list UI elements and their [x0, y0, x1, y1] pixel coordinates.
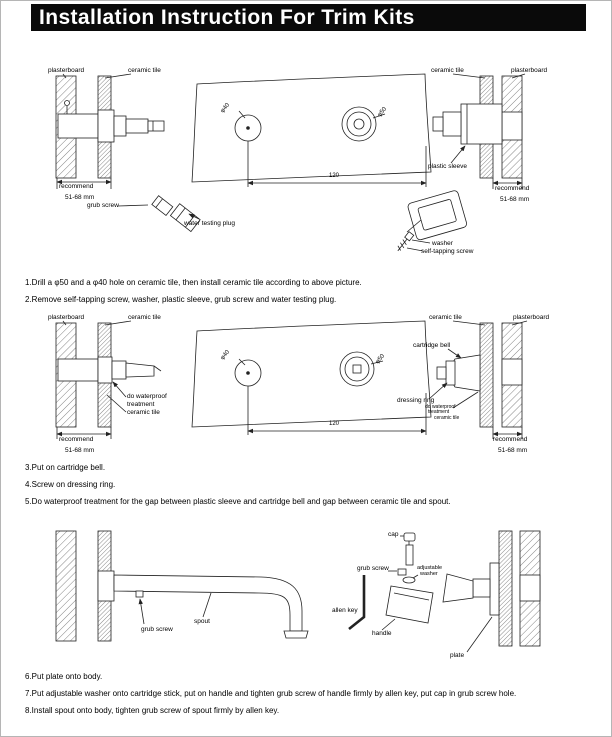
tile-panel-with-holes-2 [191, 320, 432, 435]
label-adjustable: adjustable [417, 565, 443, 571]
step-8-text: 8.Install spout onto body, tighten grub … [25, 706, 280, 715]
assembled-wall-cross-section [442, 530, 541, 653]
step-6-text: 6.Put plate onto body. [25, 672, 103, 681]
label-self-tapping-screw: self-tapping screw [421, 248, 474, 255]
grub-screw-and-plug-parts [117, 195, 201, 233]
label-grub-screw-spout: grub screw [141, 626, 173, 633]
label-plasterboard-right-2: plasterboard [513, 314, 550, 321]
step-4-text: 4.Screw on dressing ring. [25, 480, 116, 489]
label-recommend-left: recommend [59, 183, 94, 190]
page-title: Installation Instruction For Trim Kits [31, 4, 586, 31]
label-treatment: treatment [127, 401, 155, 408]
label-grub-screw-handle: grub screw [357, 565, 389, 572]
diagram-section-3: grub screw spout cap grub screw adjustab… [1, 519, 611, 669]
label-plasterboard-left: plasterboard [48, 67, 85, 74]
tile-panel-with-holes [191, 73, 432, 187]
label-recommend-left-2: recommend [59, 436, 94, 443]
label-spout: spout [194, 618, 210, 625]
label-plastic-sleeve: plastic sleeve [428, 163, 468, 170]
label-range-left: 51-68 mm [65, 194, 95, 201]
left-wall-cross-section-2 [55, 320, 162, 439]
step-2-text: 2.Remove self-tapping screw, washer, pla… [25, 295, 337, 304]
step-7-text: 7.Put adjustable washer onto cartridge s… [25, 689, 517, 698]
right-wall-cross-section [432, 73, 526, 189]
label-grub-screw: grub screw [87, 202, 119, 209]
label-adjustable-washer: washer [420, 571, 438, 577]
label-range-left-2: 51-68 mm [65, 447, 95, 454]
step-1-text: 1.Drill a φ50 and a φ40 hole on ceramic … [25, 278, 362, 287]
right-wall-cross-section-2 [428, 320, 528, 439]
left-wall-cross-section [55, 73, 165, 189]
label-recommend-right: recommend [495, 185, 530, 192]
label-cartridge-bell: cartridge bell [413, 342, 451, 349]
label-water-testing-plug: water testing plug [184, 220, 235, 227]
label-ceramic-tile-left-2: ceramic tile [128, 314, 161, 321]
label-ceramic-tile-tiny: ceramic tile [434, 415, 460, 421]
label-allen-key: allen key [332, 607, 358, 614]
label-ceramic-tile-mid: ceramic tile [127, 409, 160, 416]
label-washer: washer [432, 240, 453, 247]
label-do-waterproof: do waterproof [127, 393, 167, 400]
diagram-section-2: plasterboard ceramic tile do waterproof … [1, 309, 611, 461]
label-handle: handle [372, 630, 392, 637]
label-ceramic-tile-right-2: ceramic tile [429, 314, 462, 321]
label-dressing-ring: dressing ring [397, 397, 435, 404]
label-recommend-right-2: recommend [493, 436, 528, 443]
spout-wall-cross-section [55, 530, 309, 642]
diagram-drill-holes-drawing [55, 73, 526, 252]
step-5-text: 5.Do waterproof treatment for the gap be… [25, 497, 451, 506]
label-dim-120: 120 [329, 173, 340, 179]
label-treatment-tiny: treatment [428, 409, 450, 415]
label-range-right-2: 51-68 mm [498, 447, 528, 454]
label-dim-120-2: 120 [329, 421, 340, 427]
label-ceramic-tile-right: ceramic tile [431, 67, 464, 74]
label-plasterboard-left-2: plasterboard [48, 314, 85, 321]
handle-exploded-parts [348, 532, 434, 631]
label-plate: plate [450, 652, 465, 659]
plastic-sleeve-and-screw-parts [397, 190, 467, 252]
diagram-spout-handle-drawing [55, 530, 541, 653]
label-ceramic-tile-left: ceramic tile [128, 67, 161, 74]
step-3-text: 3.Put on cartridge bell. [25, 463, 106, 472]
label-plasterboard-right: plasterboard [511, 67, 548, 74]
diagram-section-1: plasterboard ceramic tile recommend 51-6… [1, 56, 611, 271]
label-cap: cap [388, 531, 399, 538]
label-do-waterproof-tiny: do waterproof [425, 404, 456, 410]
diagram-cartridge-bell-drawing [55, 320, 528, 439]
label-range-right: 51-68 mm [500, 196, 530, 203]
